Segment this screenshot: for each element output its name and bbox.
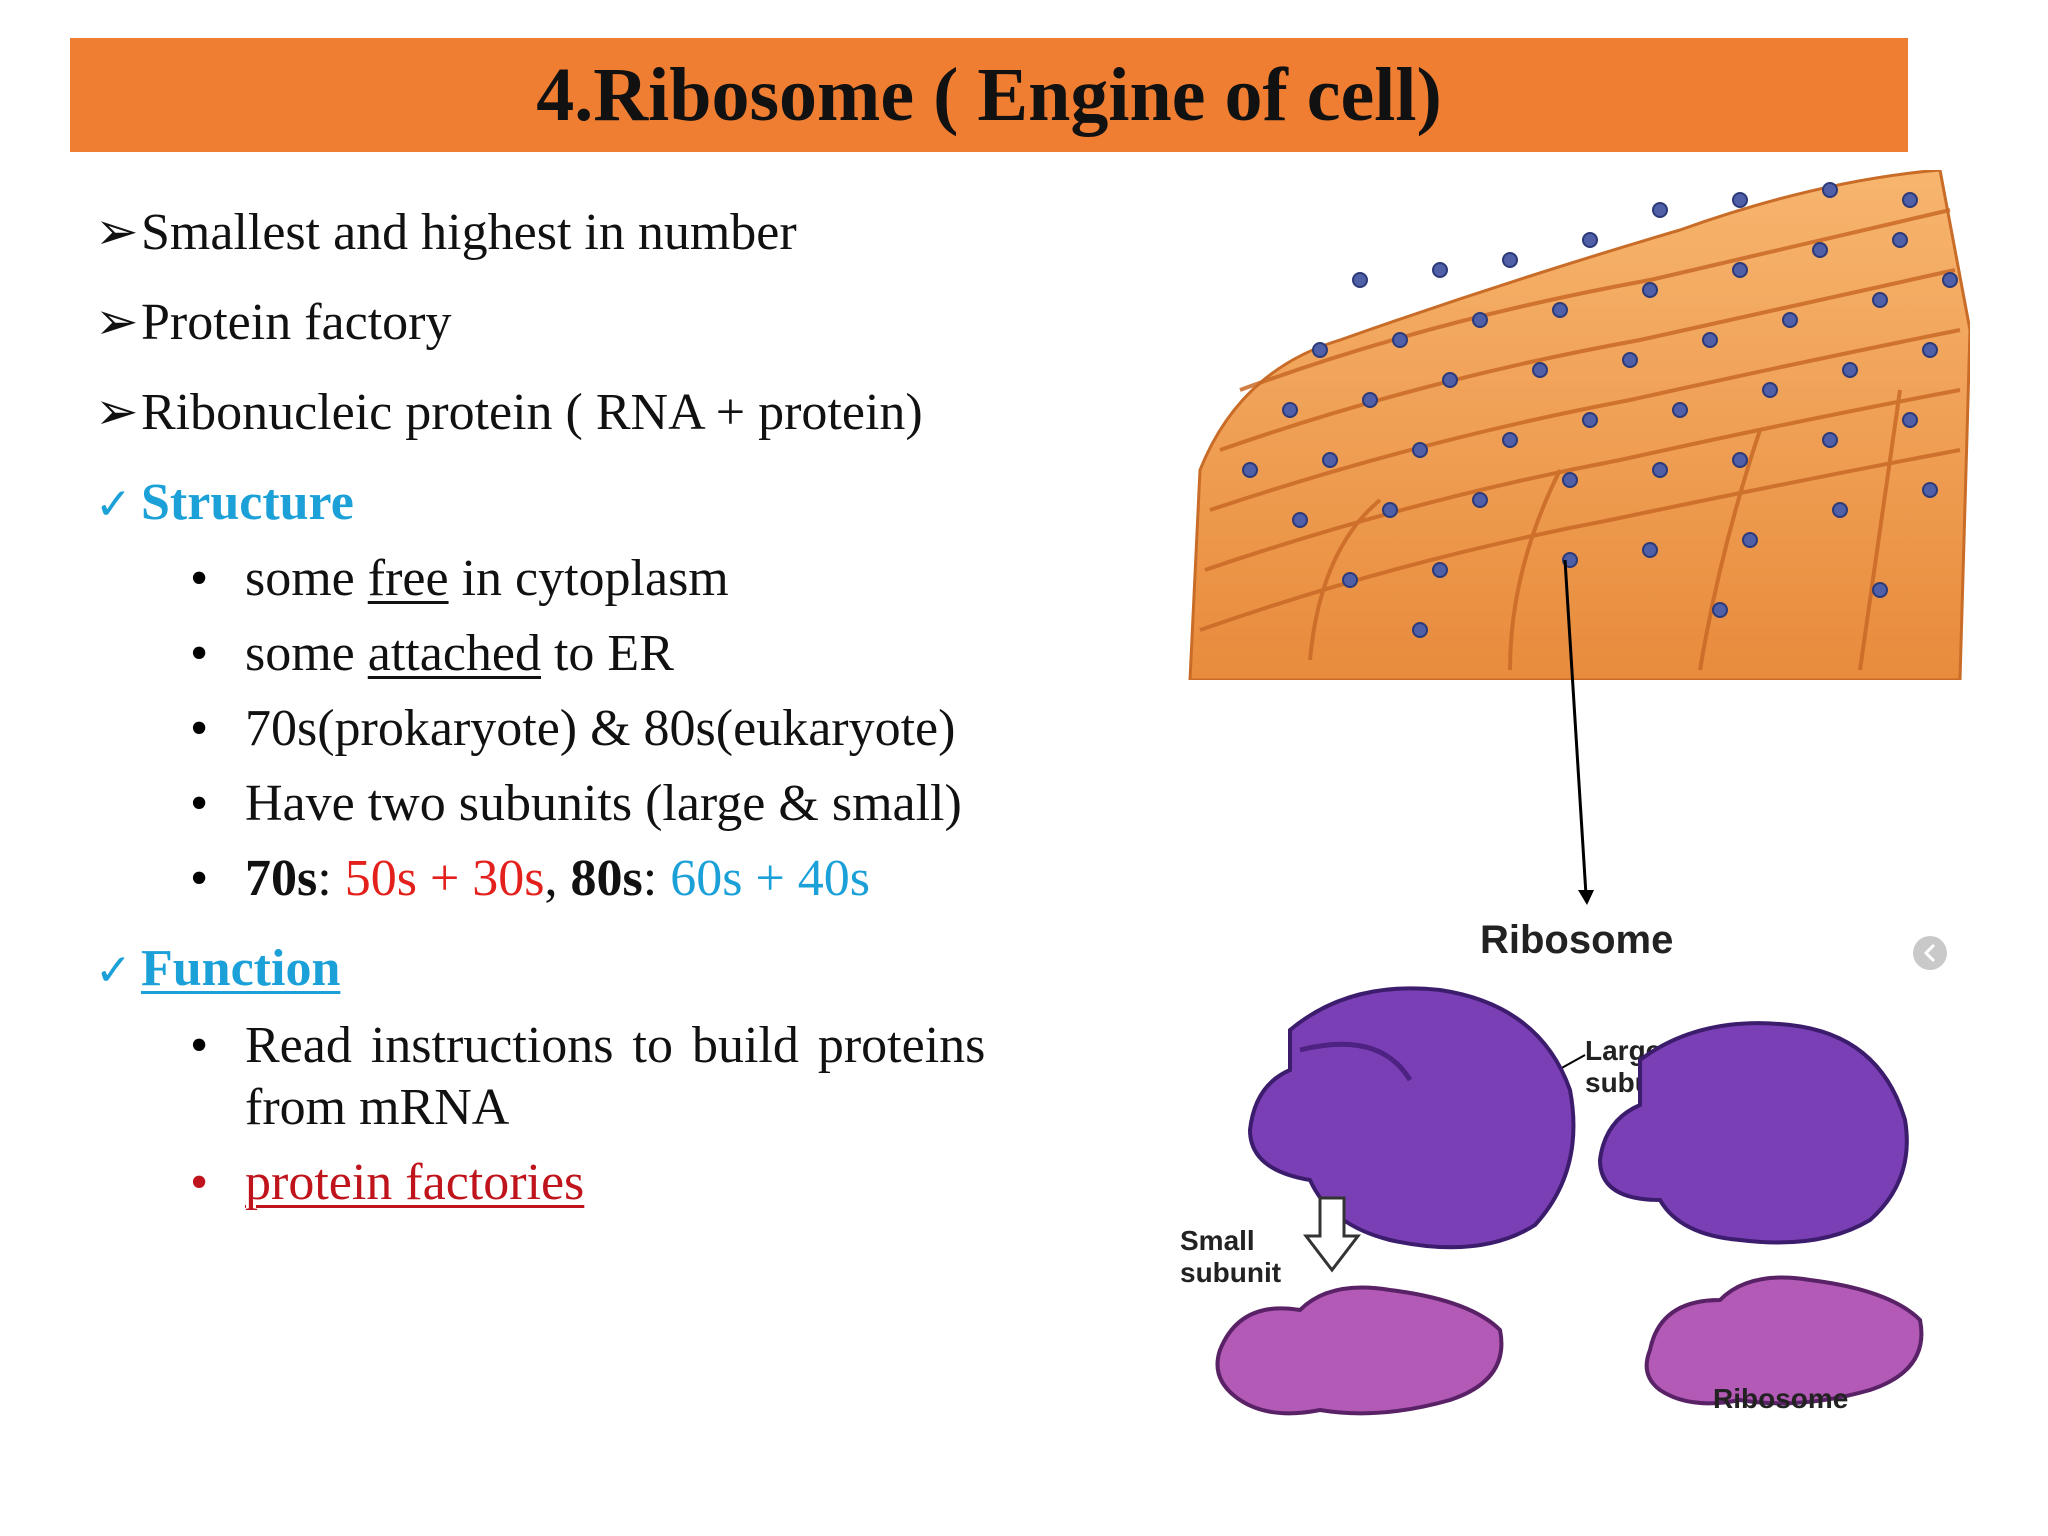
structure-item-free: some free in cytoplasm	[245, 550, 729, 607]
point-protein-factory: ➢Protein factory	[95, 297, 451, 349]
structure-item-subunits: Have two subunits (large & small)	[245, 775, 962, 832]
chevron-left-icon	[1913, 936, 1947, 970]
arrow-bullet-icon: ➢	[95, 294, 139, 351]
checkmark-icon: ✓	[95, 479, 132, 530]
point-ribonucleic: ➢Ribonucleic protein ( RNA + protein)	[95, 387, 923, 439]
pointer-arrow	[1563, 559, 1594, 905]
structure-heading: ✓Structure	[95, 477, 354, 529]
bullet-dot-icon: •	[190, 1154, 209, 1211]
function-item-read-cont: from mRNA	[245, 1079, 510, 1136]
figure-title: Ribosome	[1480, 918, 1673, 962]
point-text: Protein factory	[141, 294, 452, 351]
point-smallest: ➢Smallest and highest in number	[95, 207, 797, 259]
checkmark-icon: ✓	[95, 945, 132, 996]
structure-item-attached: some attached to ER	[245, 625, 674, 682]
bullet-dot-icon: •	[190, 775, 209, 832]
structure-heading-text: Structure	[141, 474, 354, 531]
function-item-read: Read instructions to build proteins	[245, 1017, 986, 1074]
function-heading: ✓Function	[95, 943, 340, 995]
point-text: Smallest and highest in number	[141, 204, 797, 261]
assembled-ribosome-label: Ribosome	[1713, 1383, 1848, 1414]
bullet-dot-icon: •	[190, 850, 209, 907]
arrow-bullet-icon: ➢	[95, 204, 139, 261]
point-text: Ribonucleic protein ( RNA + protein)	[141, 384, 923, 441]
arrow-bullet-icon: ➢	[95, 384, 139, 441]
bullet-dot-icon: •	[190, 1017, 209, 1074]
structure-item-composition: 70s: 50s + 30s, 80s: 60s + 40s	[245, 850, 871, 907]
ribosome-subunit-diagram: Ribosome Large subunit Small subunit Rib…	[1180, 918, 1947, 1416]
structure-item-sizes: 70s(prokaryote) & 80s(eukaryote)	[245, 700, 956, 757]
bullet-dot-icon: •	[190, 625, 209, 682]
bullet-dot-icon: •	[190, 550, 209, 607]
function-item-factories: protein factories	[245, 1154, 585, 1211]
svg-text:subunit: subunit	[1180, 1257, 1281, 1288]
small-subunit-label: Small	[1180, 1225, 1255, 1256]
rough-er-illustration	[1188, 170, 1970, 680]
down-arrow-icon	[1302, 1196, 1362, 1273]
function-heading-text: Function	[141, 940, 341, 997]
slide-title: 4.Ribosome ( Engine of cell)	[536, 52, 1442, 137]
bullet-dot-icon: •	[190, 700, 209, 757]
title-bar: 4.Ribosome ( Engine of cell)	[70, 38, 1908, 152]
